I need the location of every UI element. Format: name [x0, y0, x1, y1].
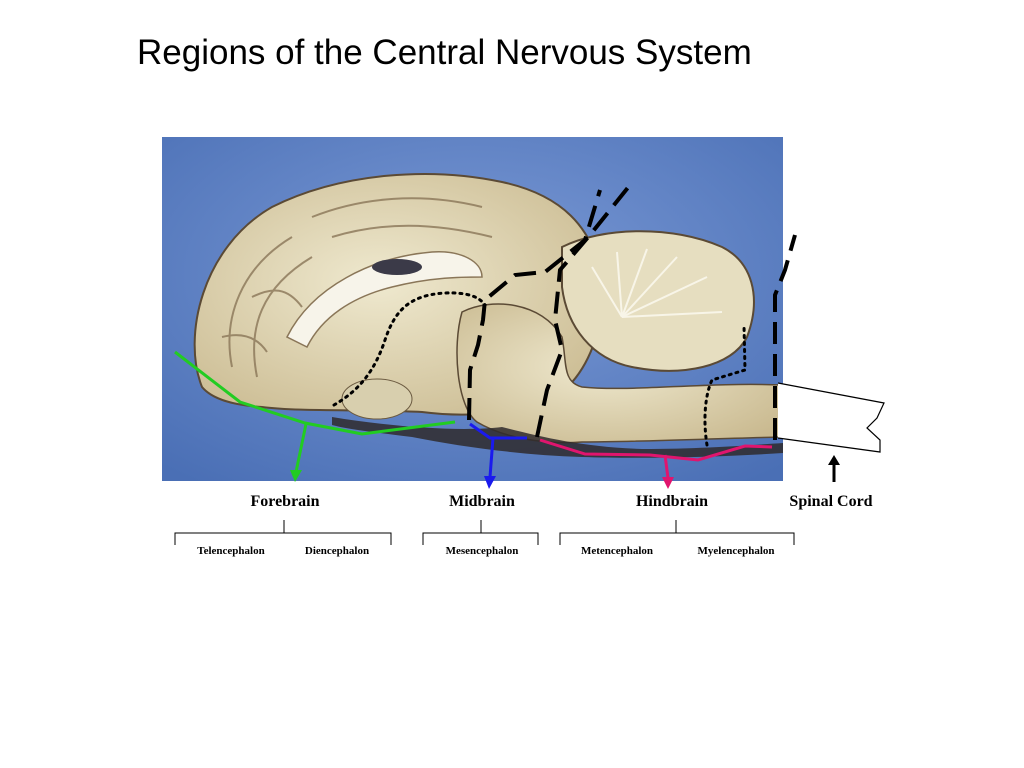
slide-title: Regions of the Central Nervous System — [137, 33, 752, 72]
diencephalon-label: Diencephalon — [304, 545, 370, 557]
midbrain-label: Midbrain — [449, 493, 515, 510]
hindbrain-label: Hindbrain — [635, 493, 709, 510]
brain-sagittal-photo — [162, 137, 783, 481]
telencephalon-label: Telencephalon — [197, 545, 265, 557]
mesencephalon-label: Mesencephalon — [445, 545, 519, 557]
spinal-cord-arrow-head — [828, 455, 840, 465]
spinal-cord-label: Spinal Cord — [789, 493, 873, 510]
myelencephalon-label: Myelencephalon — [697, 545, 775, 557]
midbrain-bracket — [422, 520, 539, 545]
hindbrain-bracket — [559, 520, 795, 545]
metencephalon-label: Metencephalon — [580, 545, 654, 557]
spinal-cord-extension — [777, 382, 885, 453]
forebrain-label: Forebrain — [250, 493, 320, 510]
forebrain-bracket — [174, 520, 392, 545]
